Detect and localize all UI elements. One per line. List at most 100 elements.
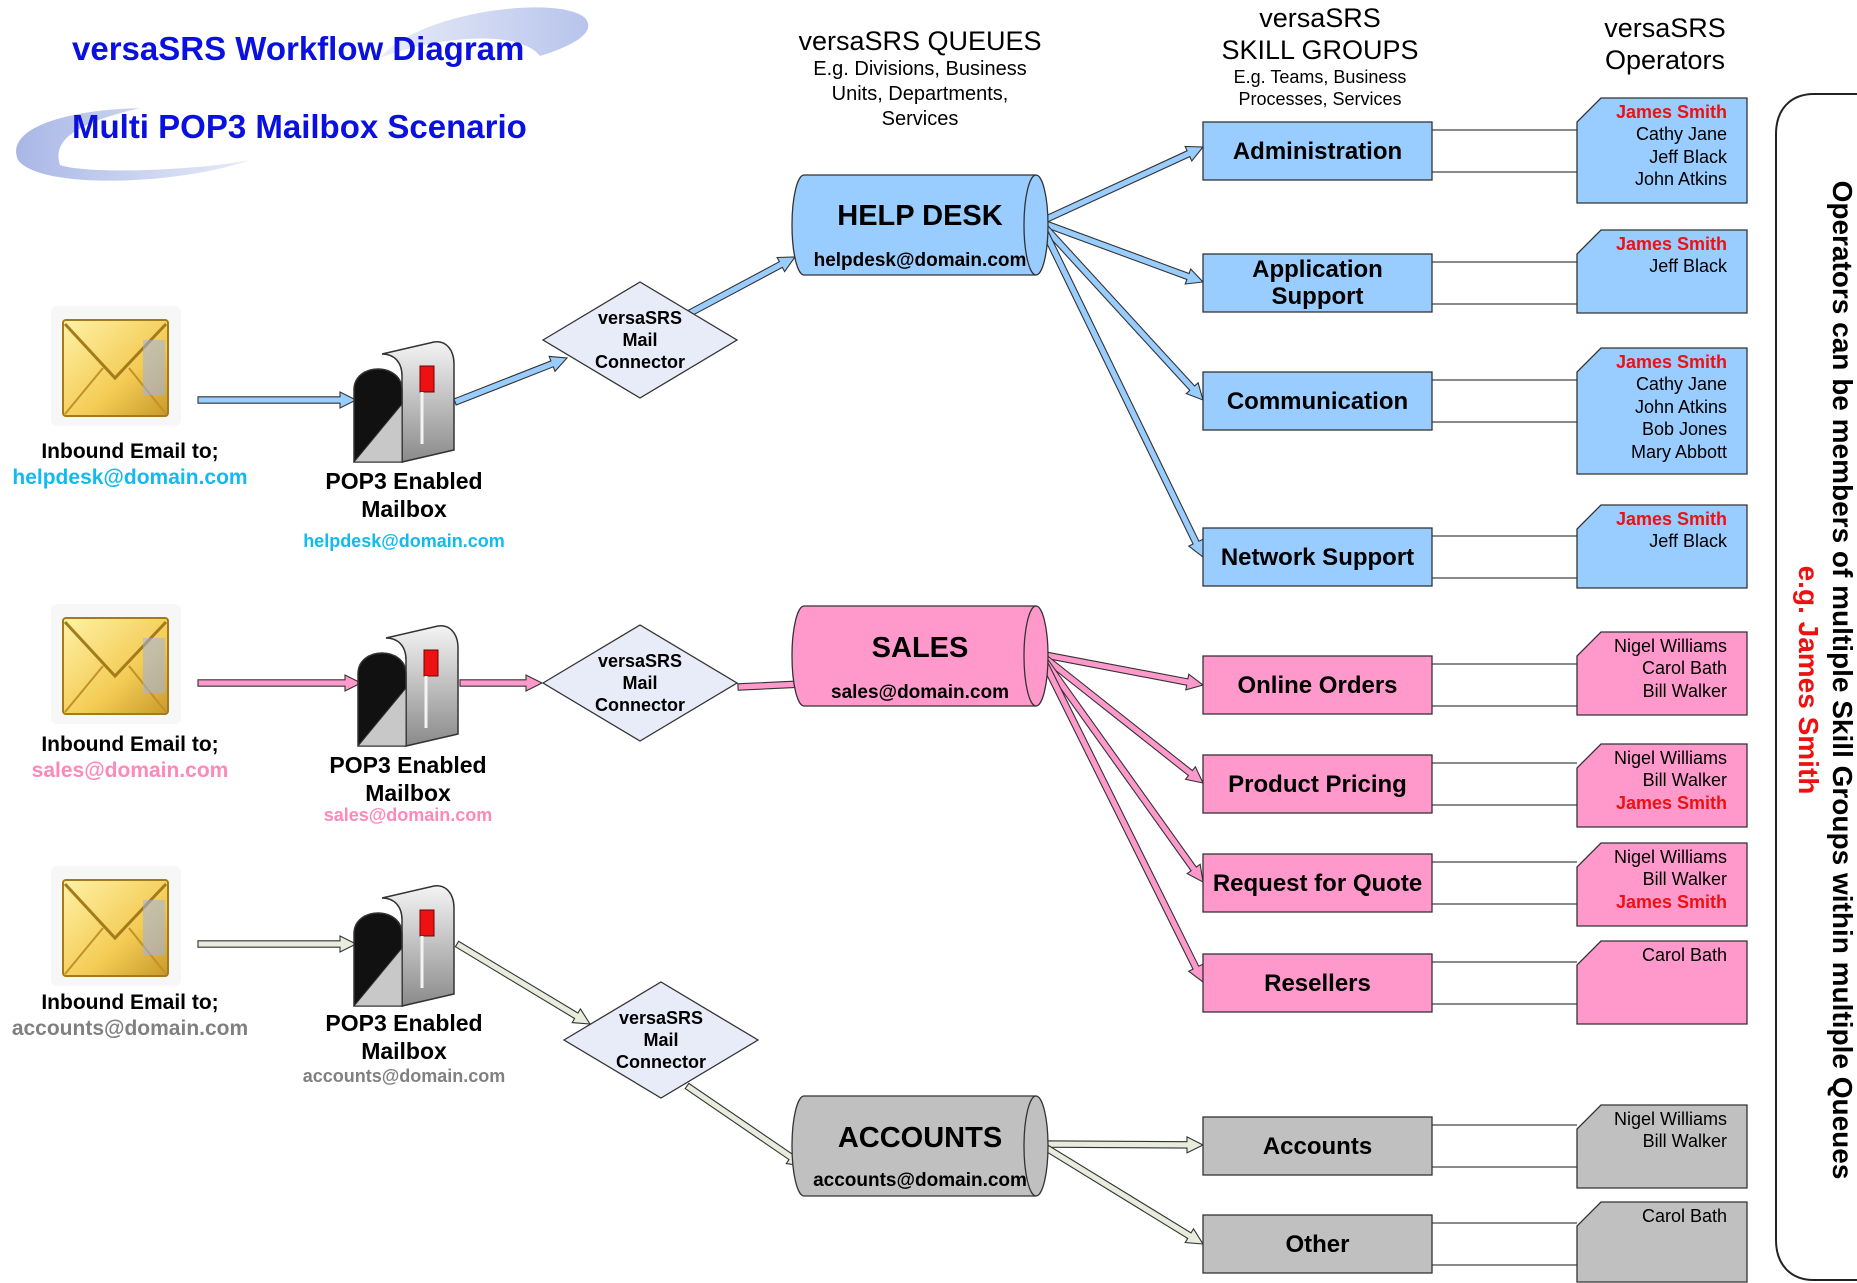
sales-mailbox-icon [356,625,459,747]
operators-header: versaSRS Operators [1550,12,1780,76]
sales-inbound-label: Inbound Email to; [41,733,219,756]
sales-connector-label-1: versaSRS [597,651,683,671]
sales-skill-group-box-4 [1202,953,1433,1013]
helpdesk-operator-box-1 [1576,97,1748,204]
title-swoosh-bottom [16,108,250,181]
envelope-body [62,319,169,417]
accounts-operator-box-2 [1576,1201,1748,1283]
skill-group-name-line: Online Orders [1237,671,1398,699]
skill-group-name-line: Application [1252,256,1383,283]
helpdesk-flow-arrow-1 [197,391,358,409]
accounts-inbound-address: accounts@domain.com [11,1017,249,1040]
mailbox-side [381,341,455,463]
helpdesk-operator-3-2: Cathy Jane [1635,374,1727,395]
sales-operator-3-3: James Smith [1615,891,1727,912]
sales-skill-group-label-2: Product Pricing [1228,771,1407,798]
skill-group-name-line: Network Support [1220,543,1415,571]
sales-mailbox-address: sales@domain.com [323,805,493,825]
queues-header-subtitle-3: Services [881,108,959,131]
sales-operator-2-3: James Smith [1615,792,1727,813]
sales-queue-shape-end [1023,605,1037,707]
helpdesk-operator-2-1: James Smith [1615,234,1727,254]
accounts-queue-name: ACCOUNTS [837,1122,1003,1154]
mailbox-door-shade [352,402,403,463]
skill-group-name-line: Communication [1226,387,1409,415]
sales-operator-box-3 [1576,842,1748,927]
mailbox-flag [423,649,439,677]
helpdesk-queue-shape-end [1023,174,1037,276]
sales-skill-group-2: Product Pricing [1203,755,1432,813]
helpdesk-connector-label-1: versaSRS [597,308,683,328]
helpdesk-skill-group-label-3: Communication [1227,388,1408,415]
helpdesk-flow-arrow-3 [687,256,797,317]
accounts-connector-label-3: Connector [616,1052,706,1072]
accounts-flow-arrow-3 [684,1082,806,1167]
sales-operator-box-2 [1576,743,1748,828]
skill-groups-header: versaSRS SKILL GROUPS E.g. Teams, Busine… [1160,2,1480,110]
accounts-mailbox-label-2: Mailbox [361,1038,447,1064]
accounts-flow-arrow-1 [197,935,358,953]
sales-skill-arrow-1 [1038,650,1205,691]
helpdesk-mailbox-address: helpdesk@domain.com [303,531,505,551]
accounts-inbound-label: Inbound Email to; [41,991,219,1014]
operators-header-title-2: Operators [1604,45,1726,75]
helpdesk-skill-group-label-4: Network Support [1221,544,1414,571]
mailbox-flag [419,909,435,937]
skill-group-name-line: Request for Quote [1212,869,1423,897]
sales-skill-group-1: Online Orders [1203,656,1432,714]
sales-operator-1-3: Bill Walker [1642,680,1727,701]
helpdesk-operator-box-4 [1576,504,1748,589]
skill-group-name-line: Accounts [1262,1132,1373,1160]
helpdesk-skill-arrow-2 [1038,218,1205,285]
sales-operator-3-2: Bill Walker [1642,869,1727,890]
mailbox-door-shade [356,686,407,747]
helpdesk-connector-label-3: Connector [595,352,685,372]
helpdesk-skill-group-box-1 [1202,121,1433,181]
accounts-operator-1-1: Nigel Williams [1613,1109,1727,1129]
diagram-title: versaSRS Workflow Diagram [72,30,525,67]
accounts-skill-group-label-1: Accounts [1263,1133,1372,1160]
skill-groups-header-subtitle-1: E.g. Teams, Business [1233,67,1407,87]
helpdesk-operator-box-3 [1576,347,1748,475]
helpdesk-mailbox-icon [352,341,455,463]
sales-queue-email: sales@domain.com [831,682,1009,703]
title-decoration [16,7,589,181]
accounts-operator-box-1 [1576,1104,1748,1189]
queues-header-title: versaSRS QUEUES [798,26,1042,56]
skill-groups-header-title-2: SKILL GROUPS [1221,35,1419,65]
skill-group-name-line: Administration [1232,137,1403,165]
sales-flow-arrow-2 [459,674,544,692]
sales-skill-group-label-3: Request for Quote [1213,870,1422,897]
accounts-skill-group-label-2: Other [1285,1231,1349,1258]
helpdesk-mailbox-label-1: POP3 Enabled [325,468,483,494]
title-swoosh-top [380,7,589,58]
sales-mailbox-label-1: POP3 Enabled [329,752,487,778]
queues-header-subtitle-2: Units, Departments, [831,83,1009,106]
sales-skill-group-label-4: Resellers [1264,970,1371,997]
sales-inbound-address: sales@domain.com [31,759,229,782]
helpdesk-operator-3-1: James Smith [1615,352,1727,372]
skill-group-name-line: Support [1271,283,1364,310]
accounts-skill-arrow-1 [1039,1136,1205,1154]
skill-group-name-line: Product Pricing [1228,770,1407,798]
helpdesk-queue-email: helpdesk@domain.com [813,250,1027,271]
helpdesk-connector-label-2: Mail [622,330,658,350]
helpdesk-skill-group-1: Administration [1203,122,1432,180]
sales-connector-label-2: Mail [622,673,658,693]
accounts-connector-diamond [562,981,760,1099]
accounts-operator-1-2: Bill Walker [1642,1131,1727,1152]
accounts-queue-email: accounts@domain.com [813,1170,1027,1191]
envelope-fold-left [64,367,104,415]
envelope-shade [143,638,165,693]
helpdesk-mailbox-label-2: Mailbox [361,496,447,522]
accounts-skill-group-box-1 [1202,1116,1433,1176]
helpdesk-operator-3-5: Mary Abbott [1630,441,1727,462]
sales-skill-group-box-2 [1202,754,1433,814]
envelope-fold-left [64,927,104,975]
helpdesk-skill-group-box-4 [1202,527,1433,587]
helpdesk-operator-3-4: Bob Jones [1641,419,1727,440]
sales-queue-name: SALES [871,632,969,664]
queues-header-subtitle-1: E.g. Divisions, Business [813,58,1027,81]
envelope-shade [143,900,165,955]
